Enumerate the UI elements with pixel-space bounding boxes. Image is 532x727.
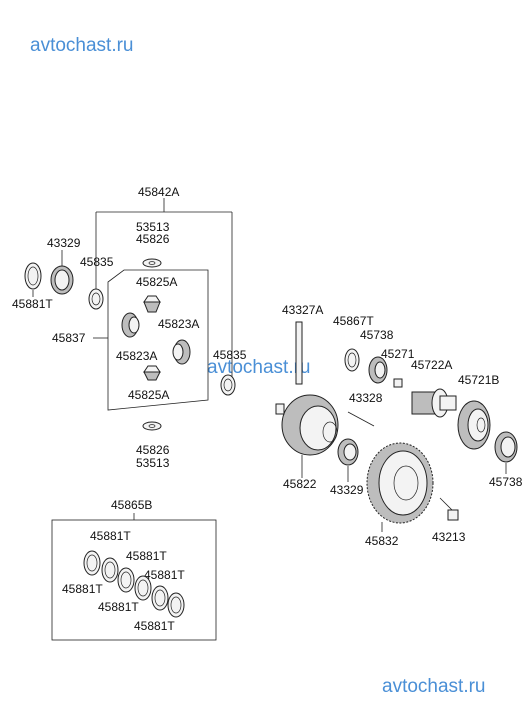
pinion-45825A-top-icon — [143, 295, 161, 313]
label-45822: 45822 — [283, 477, 317, 491]
kit-label-45881T-3: 45881T — [144, 568, 185, 582]
washer-45826-bottom-icon — [142, 421, 162, 431]
ring-45867T-icon — [344, 348, 360, 372]
pinion-45825A-bottom-icon — [143, 365, 161, 381]
label-45825A-top: 45825A — [136, 275, 177, 289]
box-45865B — [51, 519, 217, 641]
label-53513-bottom: 53513 — [136, 456, 170, 470]
bearing-45738-top-icon — [368, 356, 388, 384]
label-43327A: 43327A — [282, 303, 323, 317]
bracket-45842A — [95, 198, 233, 380]
side-gear-45823A-right-icon — [172, 339, 191, 365]
label-45867T: 45867T — [333, 314, 374, 328]
watermark-middle: avtochast.ru — [207, 357, 311, 378]
kit-rings-icon — [83, 550, 185, 618]
gear-45721B-icon — [457, 400, 491, 450]
label-43328: 43328 — [349, 391, 383, 405]
bearing-43329-left-icon — [50, 265, 74, 295]
kit-label-45881T-4: 45881T — [62, 582, 103, 596]
watermark-bottom: avtochast.ru — [382, 676, 486, 697]
label-45826-bottom: 45826 — [136, 443, 170, 457]
label-45738-right: 45738 — [489, 475, 523, 489]
washer-45826-top-icon — [142, 258, 162, 268]
label-43329-right: 43329 — [330, 483, 364, 497]
washer-45835-right-icon — [220, 374, 236, 396]
label-45865B: 45865B — [111, 498, 152, 512]
box-45837 — [107, 269, 209, 411]
kit-label-45881T-2: 45881T — [126, 549, 167, 563]
label-45835-right: 45835 — [213, 348, 247, 362]
gear-45722A-icon — [411, 388, 457, 418]
ring-gear-45832-icon — [366, 442, 434, 524]
label-45826-top: 45826 — [136, 232, 170, 246]
label-45837: 45837 — [52, 331, 86, 345]
label-45823A-left: 45823A — [116, 349, 157, 363]
key-45271-icon — [393, 378, 403, 388]
label-45835-left: 45835 — [80, 255, 114, 269]
label-45825A-bottom: 45825A — [128, 388, 169, 402]
side-gear-45823A-left-icon — [121, 312, 140, 338]
kit-label-45881T-5: 45881T — [98, 600, 139, 614]
label-45271: 45271 — [381, 347, 415, 361]
label-45832: 45832 — [365, 534, 399, 548]
label-45738-top: 45738 — [360, 328, 394, 342]
bearing-45738-right-icon — [494, 431, 518, 463]
shaft-43327A-icon — [295, 321, 303, 385]
kit-label-45881T-1: 45881T — [90, 529, 131, 543]
pin-43328-icon — [347, 411, 375, 427]
label-45881T-left: 45881T — [12, 297, 53, 311]
label-45721B: 45721B — [458, 373, 499, 387]
differential-case-45822-icon — [275, 394, 339, 456]
label-45722A: 45722A — [411, 358, 452, 372]
bearing-43329-right-icon — [337, 438, 359, 466]
label-53513-top: 53513 — [136, 220, 170, 234]
watermark-top: avtochast.ru — [30, 35, 134, 56]
label-43213: 43213 — [432, 530, 466, 544]
washer-45835-left-icon — [88, 288, 104, 310]
label-45842A: 45842A — [138, 185, 179, 199]
label-45823A-right: 45823A — [158, 317, 199, 331]
label-43329-left: 43329 — [47, 236, 81, 250]
ring-45881T-left-icon — [24, 262, 42, 290]
bolt-43213-icon — [439, 497, 459, 521]
kit-label-45881T-6: 45881T — [134, 619, 175, 633]
